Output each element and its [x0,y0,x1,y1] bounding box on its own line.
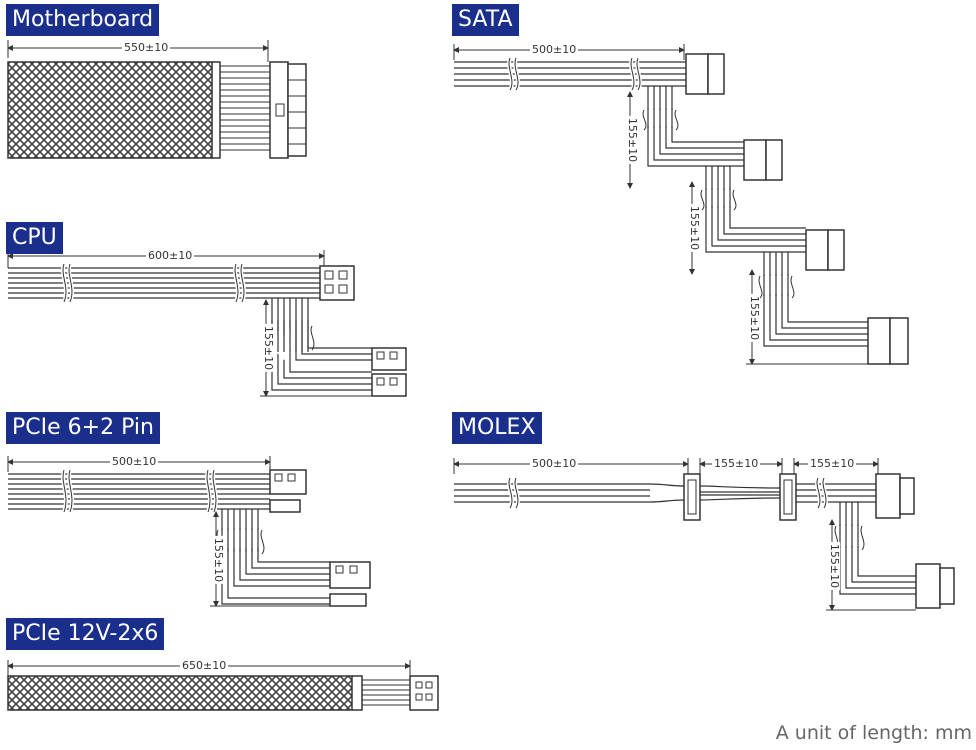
sata-spacing-2-label: 155±10 [688,203,702,253]
sata-spacing-1-label: 155±10 [626,115,640,165]
molex-spacing-2-label: 155±10 [808,457,857,470]
cpu-spacing-label: 155±10 [262,323,276,373]
molex-length-label: 500±10 [530,457,579,470]
motherboard-title: Motherboard [6,4,160,36]
sata-cable [453,44,909,365]
unit-note: A unit of length: mm [775,722,972,744]
pcie-length-label: 500±10 [110,455,159,468]
molex-title: MOLEX [452,412,542,444]
pcie-cable [7,456,371,607]
sata-spacing-3-label: 155±10 [748,293,762,343]
cpu-title: CPU [6,222,63,254]
molex-spacing-3-label: 155±10 [828,541,842,591]
pcie12v-length-label: 650±10 [180,659,229,672]
cpu-cable [7,250,407,397]
sata-title: SATA [452,4,519,36]
molex-cable [453,458,955,611]
pcie-spacing-label: 155±10 [212,535,226,585]
pcie-title: PCIe 6+2 Pin [6,412,160,444]
motherboard-cable [7,40,307,159]
sata-length-label: 500±10 [530,43,579,56]
molex-spacing-1-label: 155±10 [712,457,761,470]
motherboard-length-label: 550±10 [122,41,171,54]
pcie12v-title: PCIe 12V-2x6 [6,618,165,650]
cpu-length-label: 600±10 [146,249,195,262]
